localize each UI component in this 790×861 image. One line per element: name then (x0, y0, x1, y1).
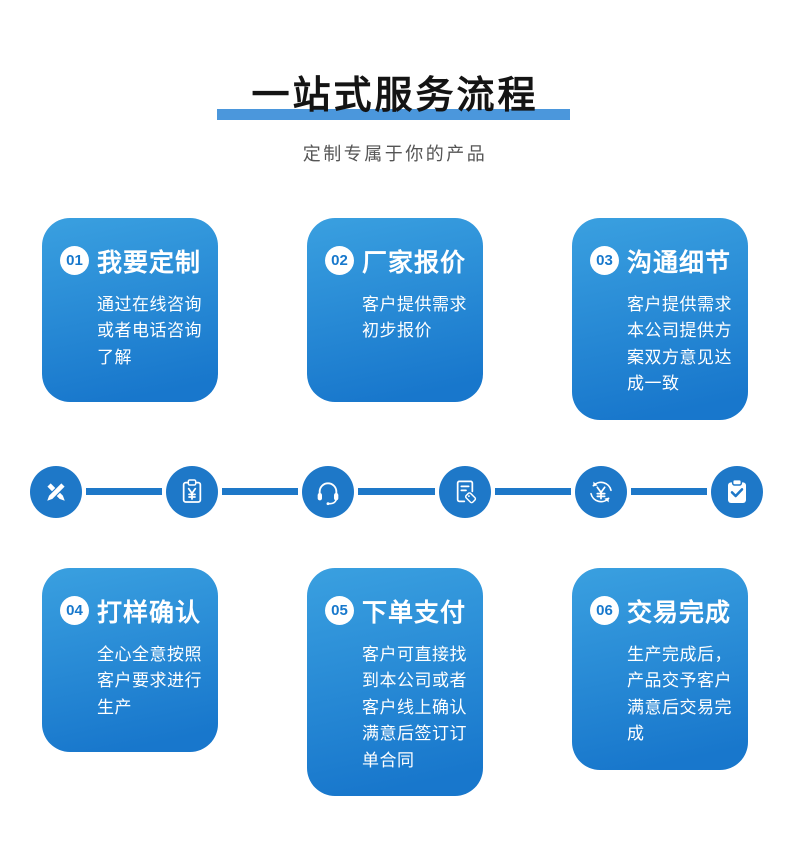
step-card-header: 05 下单支付 (325, 593, 471, 629)
step-card-03: 03 沟通细节 客户提供需求本公司提供方案双方意见达成一致 (572, 217, 748, 420)
page-subtitle: 定制专属于你的产品 (302, 143, 488, 164)
page-title-wrap: 一站式服务流程 (217, 72, 570, 121)
steps-row-bottom: 04 打样确认 全心全意按照客户要求进行生产 05 下单支付 客户可直接找到本公… (0, 567, 790, 797)
step-description: 客户提供需求初步报价 (362, 294, 467, 341)
step-card-02: 02 厂家报价 客户提供需求初步报价 (307, 217, 483, 402)
step-title: 交易完成 (627, 598, 732, 627)
step-card-01: 01 我要定制 通过在线咨询或者电话咨询了解 (42, 217, 218, 402)
step-card-header: 01 我要定制 (60, 243, 206, 279)
page-title: 一站式服务流程 (251, 75, 539, 117)
complete-clipboard-icon (711, 465, 764, 518)
customer-service-icon (302, 465, 355, 518)
step-number-badge: 05 (325, 596, 354, 626)
step-card-header: 06 交易完成 (590, 593, 736, 629)
step-number-badge: 06 (590, 596, 619, 626)
step-title: 下单支付 (362, 598, 467, 627)
steps-row-top: 01 我要定制 通过在线咨询或者电话咨询了解 02 厂家报价 客户提供需求初步报… (0, 217, 790, 420)
step-card-header: 02 厂家报价 (325, 243, 471, 279)
step-description: 生产完成后，产品交予客户满意后交易完成 (627, 644, 732, 744)
step-title: 厂家报价 (362, 248, 467, 277)
step-card-header: 03 沟通细节 (590, 243, 736, 279)
connector-line (222, 488, 299, 496)
step-number-badge: 04 (60, 596, 89, 626)
step-card-04: 04 打样确认 全心全意按照客户要求进行生产 (42, 567, 218, 752)
step-number-badge: 02 (325, 246, 354, 276)
pens-icon (30, 465, 82, 518)
step-description: 客户提供需求本公司提供方案双方意见达成一致 (627, 294, 732, 394)
order-tag-icon (438, 465, 491, 518)
step-card-06: 06 交易完成 生产完成后，产品交予客户满意后交易完成 (572, 567, 748, 770)
payment-cycle-icon (574, 465, 627, 518)
step-description: 全心全意按照客户要求进行生产 (97, 644, 202, 717)
step-card-header: 04 打样确认 (60, 593, 206, 629)
step-description: 客户可直接找到本公司或者客户线上确认满意后签订订单合同 (362, 644, 467, 770)
title-underline-bar (217, 108, 570, 120)
connector-line (494, 488, 571, 496)
step-title: 我要定制 (97, 248, 202, 277)
process-icon-band (0, 465, 790, 518)
quote-clipboard-icon (166, 465, 219, 518)
header: 一站式服务流程 定制专属于你的产品 (0, 0, 790, 166)
step-number-badge: 03 (590, 246, 619, 276)
connector-line (630, 488, 708, 496)
step-title: 打样确认 (97, 598, 202, 627)
connector-line (358, 488, 435, 496)
step-card-05: 05 下单支付 客户可直接找到本公司或者客户线上确认满意后签订订单合同 (307, 567, 483, 797)
step-title: 沟通细节 (627, 248, 732, 277)
step-description: 通过在线咨询或者电话咨询了解 (97, 294, 202, 367)
connector-line (86, 488, 163, 496)
step-number-badge: 01 (60, 246, 89, 276)
